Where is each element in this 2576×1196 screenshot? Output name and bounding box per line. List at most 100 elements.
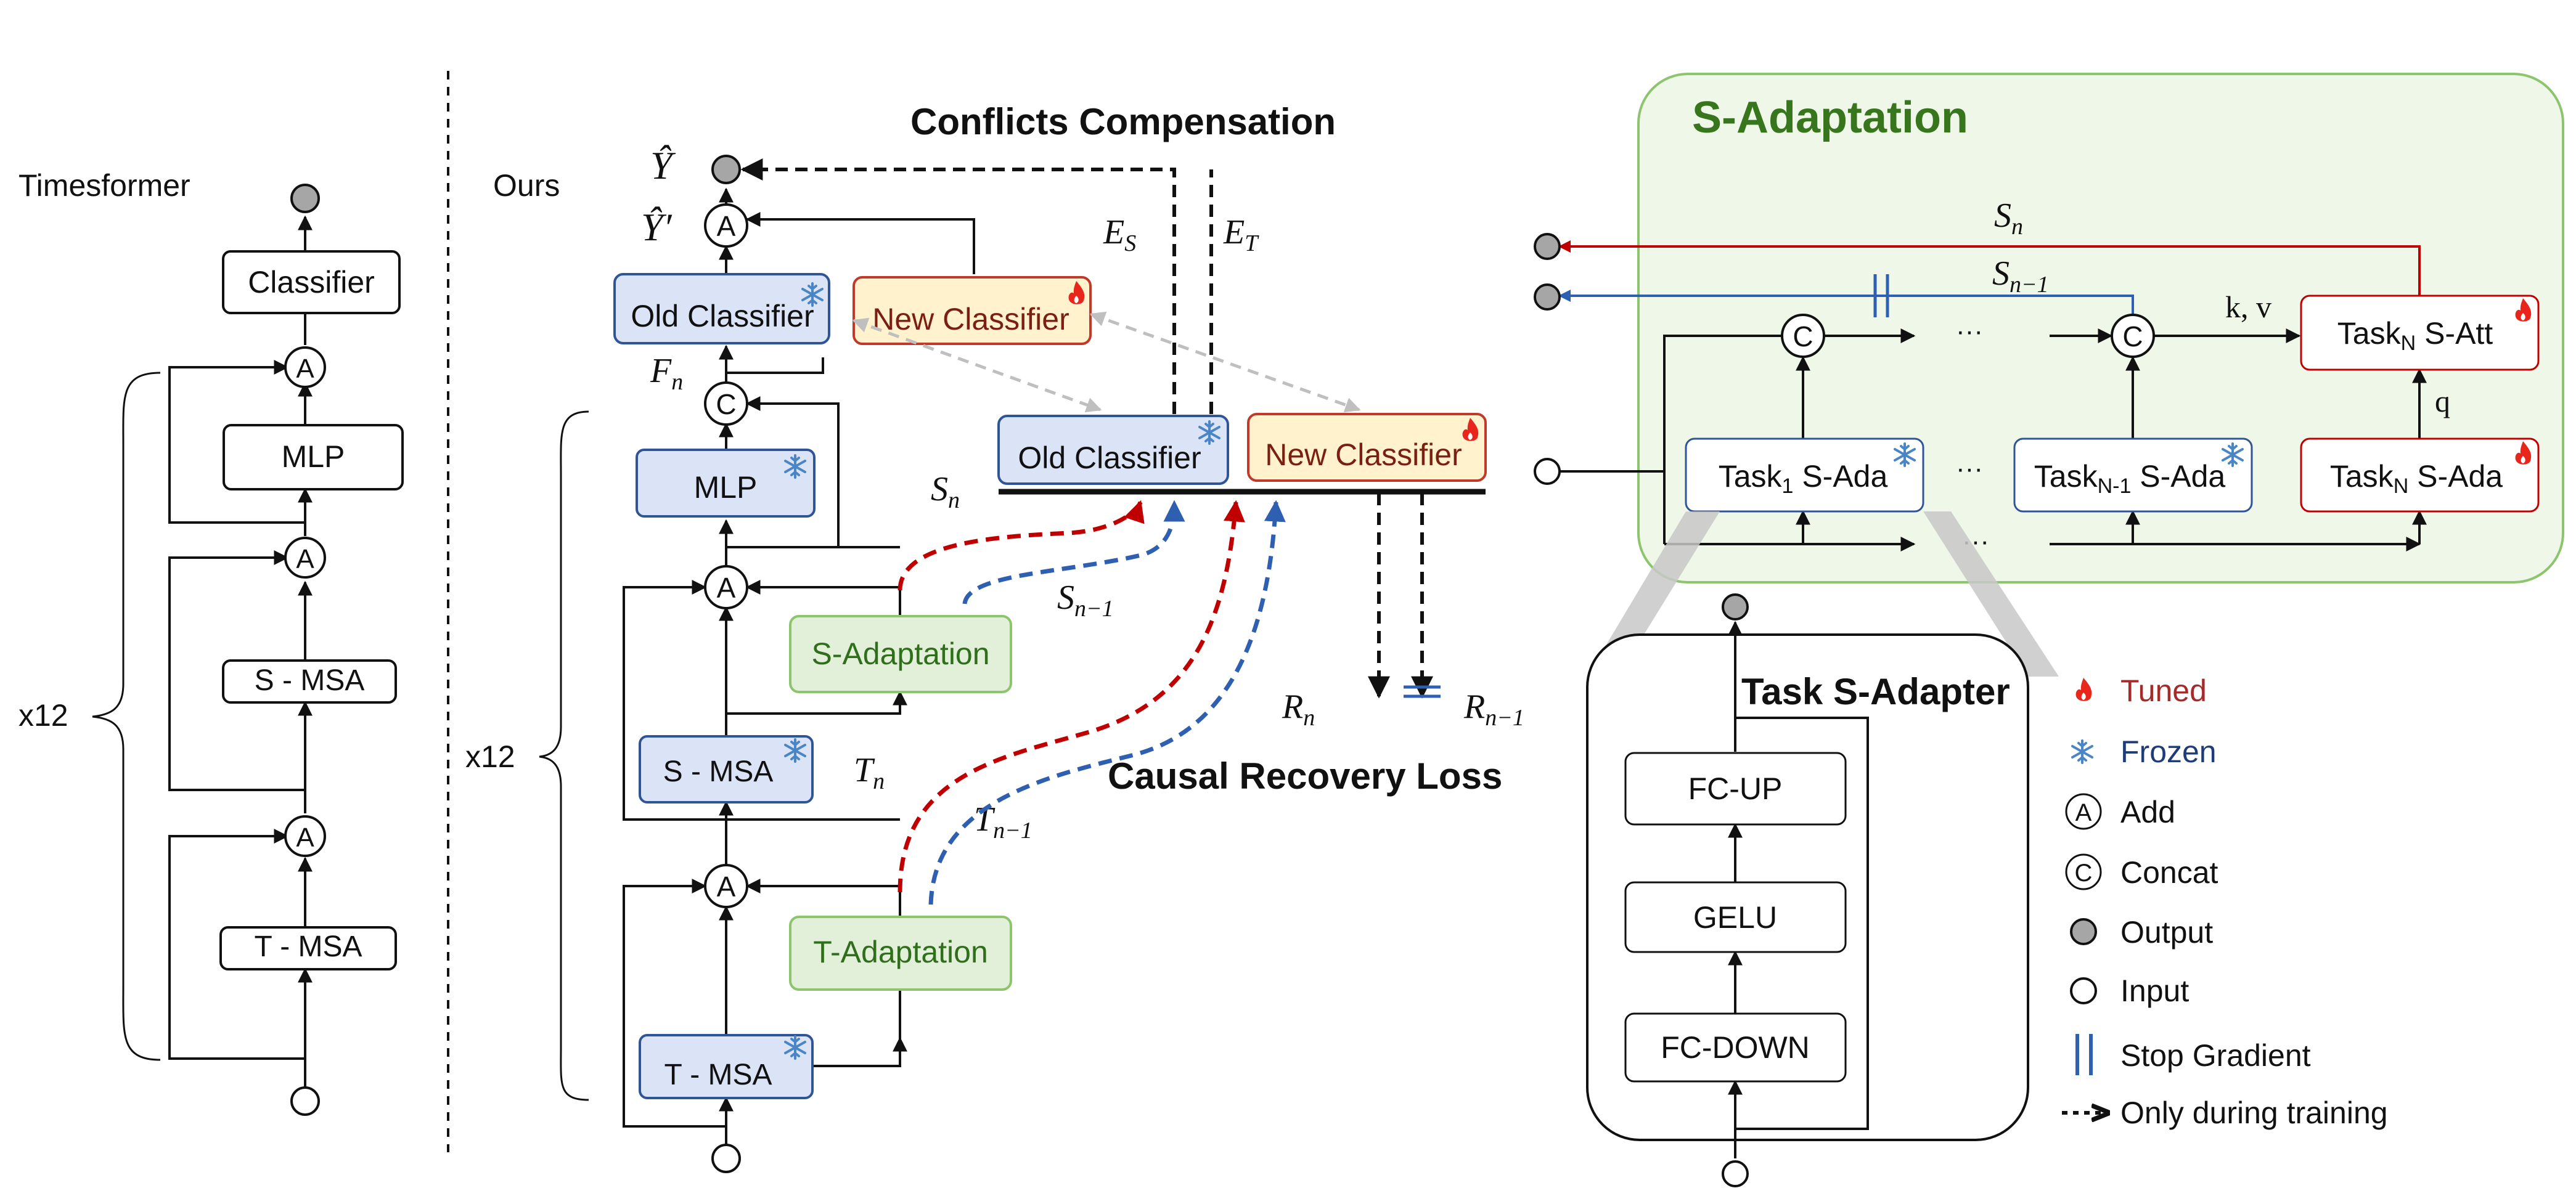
t-n-label: Tn	[854, 751, 885, 794]
ours-t-msa-label: T - MSA	[664, 1059, 772, 1091]
q-label: q	[2435, 384, 2450, 418]
legend-add-symbol	[2065, 793, 2102, 830]
fc-down-block	[1624, 1012, 1847, 1083]
legend-training-label: Only during training	[2120, 1096, 2388, 1130]
y-hat-label: Ŷ	[650, 144, 676, 187]
timesformer-input-node	[290, 1086, 320, 1116]
task-s-adapter-title: Task S-Adapter	[1741, 671, 2010, 712]
ours-s-adaptation-block	[789, 615, 1012, 693]
panel-s-n1-label: Sn−1	[1992, 254, 2049, 298]
panel-s-n-label: Sn	[1994, 197, 2023, 240]
dots-top: ···	[1956, 316, 1983, 346]
conflicts-compensation-title: Conflicts Compensation	[910, 101, 1336, 142]
timesformer-t-msa-label: T - MSA	[254, 930, 362, 963]
legend-tuned-label: Tuned	[2120, 673, 2207, 708]
legend-concat-symbol	[2065, 853, 2102, 890]
middle-old-classifier-block	[997, 415, 1229, 485]
legend-input-symbol	[2070, 977, 2097, 1004]
taskn-s-ada-block	[2300, 437, 2540, 513]
legend-output-symbol	[2070, 918, 2097, 945]
timesformer-t-msa-block	[219, 926, 397, 970]
ours-s-msa-block	[639, 735, 814, 803]
legend-frozen-label: Frozen	[2120, 734, 2217, 769]
taskn-s-att-block	[2300, 295, 2540, 371]
s-n-flow-curve	[898, 500, 1145, 591]
s-n-output-arrow	[1558, 240, 2421, 296]
ours-old-classifier-label: Old Classifier	[631, 299, 814, 333]
ours-t-msa-block	[639, 1034, 814, 1099]
task-s-adapter-panel: Task S-Adapter FC-UP GELU FC-DOWN	[1586, 511, 2059, 1187]
svg-text:TaskN-1 S-Ada: TaskN-1 S-Ada	[2034, 459, 2226, 498]
svg-text:C: C	[2075, 860, 2093, 887]
timesformer-s-msa-label: S - MSA	[255, 664, 365, 697]
ours-mlp-label: MLP	[694, 470, 758, 505]
ours-t-adaptation-block	[789, 916, 1012, 991]
legend-input-label: Input	[2120, 974, 2189, 1008]
s-n1-output-arrow	[1558, 290, 2134, 314]
timesformer-repeat-brace	[92, 372, 161, 1061]
ours-repeat-brace	[539, 410, 589, 1101]
svg-text:TaskN S-Ada: TaskN S-Ada	[2330, 459, 2503, 498]
svg-text:C: C	[2122, 320, 2143, 352]
legend: Tuned Frozen A Add C Concat Output Input…	[2062, 673, 2388, 1130]
svg-text:TaskN S-Att: TaskN S-Att	[2337, 316, 2493, 355]
taskn1-s-ada-block	[2013, 437, 2253, 513]
timesformer-label: Timesformer	[18, 168, 190, 203]
legend-stop-gradient-label: Stop Gradient	[2120, 1038, 2311, 1073]
s-n1-flow-curve	[962, 500, 1185, 604]
svg-text:C: C	[716, 388, 736, 420]
s-n-output-node	[1534, 233, 1561, 260]
fc-up-label: FC-UP	[1688, 771, 1783, 806]
timesformer-section: Timesformer x12 T - MSA S - MSA MLP Clas…	[18, 168, 404, 1116]
fc-up-block	[1624, 752, 1847, 826]
timesformer-repeat-label: x12	[18, 698, 68, 733]
t-n1-label: Tn−1	[974, 800, 1032, 844]
adapter-input-node	[1722, 1160, 1749, 1187]
r-n1-label: Rn−1	[1463, 688, 1524, 731]
ours-concat-node	[704, 381, 748, 426]
ours-section: Ours x12	[465, 101, 1524, 1173]
ours-t-adaptation-label: T-Adaptation	[813, 935, 988, 969]
fc-down-label: FC-DOWN	[1661, 1030, 1810, 1065]
ours-output-node	[711, 155, 741, 184]
svg-text:A: A	[717, 572, 736, 604]
ours-s-adaptation-label: S-Adaptation	[811, 637, 989, 671]
e-s-label: ES	[1103, 213, 1136, 256]
middle-old-classifier-label: Old Classifier	[1018, 441, 1201, 475]
causal-recovery-title: Causal Recovery Loss	[1108, 755, 1502, 797]
svg-text:A: A	[2075, 799, 2092, 826]
flame-icon	[2075, 678, 2092, 701]
r-n-label: Rn	[1282, 688, 1315, 731]
t-n1-flow-curve	[928, 500, 1286, 905]
s-adaptation-panel-title: S-Adaptation	[1692, 93, 1968, 142]
ours-s-msa-label: S - MSA	[663, 755, 774, 788]
svg-text:C: C	[1793, 320, 1813, 352]
snowflake-icon	[2071, 739, 2093, 764]
gelu-block	[1624, 881, 1847, 953]
middle-new-classifier-block	[1247, 413, 1487, 482]
t-n-flow-curve	[898, 500, 1245, 893]
svg-text:A: A	[296, 354, 314, 384]
svg-text:A: A	[296, 544, 314, 574]
kv-label: k, v	[2225, 290, 2271, 324]
ours-input-node	[711, 1144, 741, 1173]
timesformer-mlp-block	[223, 424, 404, 490]
ours-mlp-block	[636, 449, 816, 518]
adapter-output-node	[1722, 593, 1749, 620]
svg-text:Task1 S-Ada: Task1 S-Ada	[1719, 459, 1888, 498]
ours-repeat-label: x12	[465, 739, 515, 774]
middle-new-classifier-label: New Classifier	[1265, 437, 1462, 472]
dots-middle: ···	[1956, 454, 1983, 484]
s-n1-label: Sn−1	[1057, 579, 1114, 622]
e-t-label: ET	[1223, 213, 1259, 256]
panel-input-node	[1534, 458, 1561, 485]
ours-label: Ours	[493, 168, 560, 203]
timesformer-s-msa-block	[222, 659, 397, 704]
timesformer-classifier-label: Classifier	[248, 265, 375, 299]
ours-new-classifier-label: New Classifier	[872, 302, 1069, 336]
s-n1-output-node	[1534, 283, 1561, 311]
timesformer-classifier-block	[222, 250, 401, 314]
gelu-label: GELU	[1693, 900, 1777, 935]
svg-text:A: A	[717, 210, 736, 242]
legend-output-label: Output	[2120, 915, 2213, 950]
